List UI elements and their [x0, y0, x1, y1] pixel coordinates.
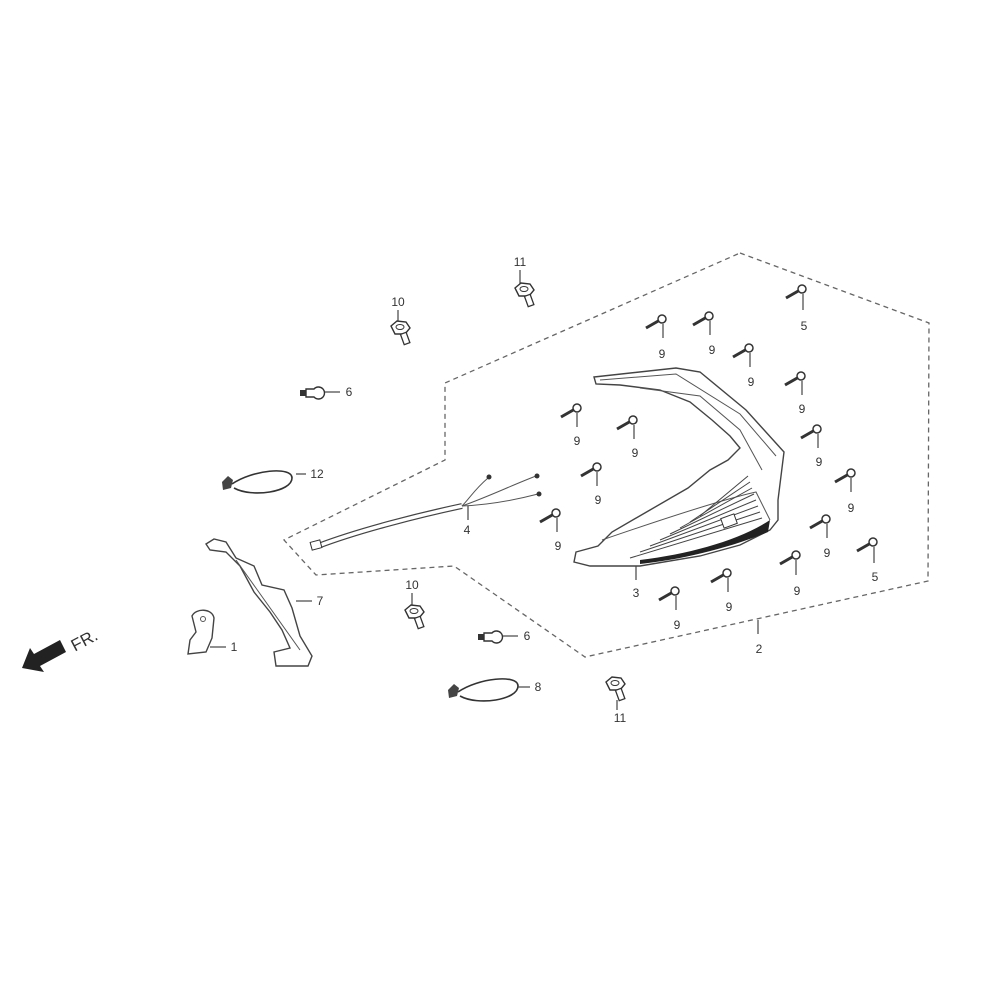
callout-9: 9: [674, 618, 681, 632]
screw-9: 9: [657, 585, 681, 632]
part-8-harness-clip: 8: [447, 678, 542, 702]
callout-4: 4: [464, 523, 471, 537]
callout-9: 9: [824, 546, 831, 560]
part-5-screw-upper: 5: [784, 283, 808, 333]
screw-9: 9: [644, 313, 668, 361]
part-3-headlight-unit: 3: [573, 367, 785, 600]
callout-11-upper: 11: [514, 255, 527, 269]
screw-9: 9: [538, 507, 562, 553]
screw-9: 9: [615, 414, 639, 460]
callout-5-upper: 5: [801, 319, 808, 333]
callout-9: 9: [748, 375, 755, 389]
part-6-bulb-upper: 6: [299, 385, 353, 400]
part-4-wire-harness: 4: [309, 473, 542, 551]
part-1-bracket: 1: [187, 609, 238, 655]
callout-6-lower: 6: [524, 629, 531, 643]
callout-9: 9: [794, 584, 801, 598]
part-11-bolt-lower: 11: [605, 676, 627, 725]
callout-6-upper: 6: [346, 385, 353, 399]
callout-5-lower: 5: [872, 570, 879, 584]
screw-9: 9: [691, 310, 716, 357]
screw-9: 9: [799, 423, 823, 469]
callout-8: 8: [535, 680, 542, 694]
callout-9: 9: [595, 493, 602, 507]
screw-9: 9: [783, 370, 807, 416]
part-2-headlight-assembly: 2: [756, 620, 763, 656]
part-10-bolt-lower: 10: [404, 578, 425, 630]
callout-2: 2: [756, 642, 763, 656]
callout-9: 9: [816, 455, 823, 469]
callout-7: 7: [317, 594, 324, 608]
part-9-screws: 9 9 9 9 9 9 9 9 9 9 9 9 9 9: [538, 310, 857, 632]
part-12-harness-clip: 12: [221, 467, 324, 494]
callout-9: 9: [709, 343, 716, 357]
lens-hatching: [629, 475, 763, 559]
screw-9: 9: [833, 467, 857, 515]
part-5-screw-lower: 5: [855, 536, 879, 584]
screw-9: 9: [579, 461, 603, 507]
part-10-bolt-upper: 10: [390, 295, 411, 346]
callout-10-upper: 10: [391, 295, 405, 309]
callout-1: 1: [231, 640, 238, 654]
callout-9: 9: [632, 446, 639, 460]
screw-9: 9: [778, 549, 802, 598]
callout-9: 9: [659, 347, 666, 361]
callout-12: 12: [310, 467, 324, 481]
callout-3: 3: [633, 586, 640, 600]
callout-11-lower: 11: [614, 711, 627, 725]
callout-9: 9: [726, 600, 733, 614]
part-7-stay: 7: [205, 538, 324, 667]
screw-9: 9: [559, 402, 583, 448]
callout-9: 9: [848, 501, 855, 515]
callout-9: 9: [555, 539, 562, 553]
screw-9: 9: [808, 513, 832, 560]
arrow-front-icon: [22, 640, 66, 672]
callout-9: 9: [799, 402, 806, 416]
direction-label: FR.: [68, 626, 101, 656]
assembly-boundary: [282, 252, 930, 658]
screw-9: 9: [709, 567, 733, 614]
front-direction-marker: FR.: [22, 626, 101, 672]
screw-9: 9: [731, 342, 755, 389]
part-6-bulb-lower: 6: [477, 629, 531, 644]
callout-9: 9: [574, 434, 581, 448]
callout-10-lower: 10: [405, 578, 419, 592]
part-11-bolt-upper: 11: [514, 255, 535, 308]
